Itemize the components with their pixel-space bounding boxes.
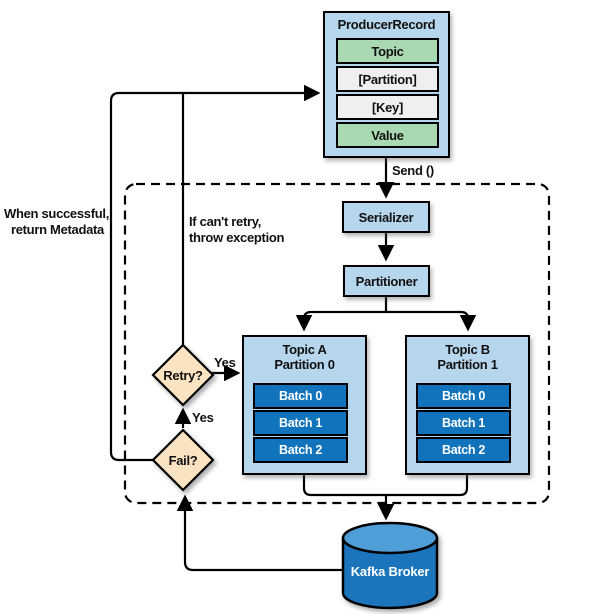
field-value: Value (336, 122, 439, 148)
batch-row: Batch 1 (416, 410, 511, 436)
fail-decision-diamond (151, 428, 215, 492)
field-key: [Key] (336, 94, 439, 120)
success-annotation-line1: When successful, (4, 206, 110, 221)
arrow-broker-to-fail (176, 494, 344, 572)
producer-record-box: ProducerRecord Topic [Partition] [Key] V… (323, 11, 450, 158)
cant-retry-annotation-line1: If can't retry, (189, 214, 262, 229)
topic-b-partition: Partition 1 (437, 357, 498, 372)
return-metadata-line (109, 84, 321, 462)
cant-retry-annotation: If can't retry, throw exception (189, 214, 284, 245)
batch-row: Batch 1 (253, 410, 348, 436)
topic-b-name: Topic B (445, 342, 490, 357)
batch-row: Batch 2 (416, 437, 511, 463)
partition-merge-line (302, 475, 469, 497)
topic-a-partition: Partition 0 (274, 357, 335, 372)
serializer-box: Serializer (342, 201, 430, 233)
retry-yes-label: Yes (214, 355, 236, 370)
kafka-broker-label: Kafka Broker (350, 564, 430, 579)
kafka-broker-cylinder (341, 521, 439, 610)
arrow-to-topic-a (295, 310, 386, 332)
topic-a-title: Topic A Partition 0 (244, 342, 365, 372)
field-topic: Topic (336, 38, 439, 64)
topic-a-partition-0-box: Topic A Partition 0 Batch 0 Batch 1 Batc… (242, 335, 367, 475)
arrow-to-topic-b (386, 310, 477, 332)
field-partition: [Partition] (336, 66, 439, 92)
success-annotation-line2: return Metadata (10, 221, 104, 237)
batch-row: Batch 0 (416, 383, 511, 409)
cant-retry-annotation-line2: throw exception (189, 229, 285, 245)
batch-row: Batch 2 (253, 437, 348, 463)
fail-label: Fail? (168, 453, 198, 468)
retry-label: Retry? (163, 368, 203, 383)
send-label: Send () (392, 163, 434, 178)
retry-decision-diamond (151, 343, 215, 407)
batch-row: Batch 0 (253, 383, 348, 409)
partitioner-box: Partitioner (343, 265, 430, 297)
producer-boundary-dashed-box (123, 182, 551, 505)
topic-a-name: Topic A (282, 342, 327, 357)
fail-yes-label: Yes (192, 410, 214, 425)
topic-b-title: Topic B Partition 1 (407, 342, 528, 372)
success-annotation: When successful, return Metadata (4, 206, 110, 237)
producer-record-title: ProducerRecord (337, 17, 436, 32)
topic-b-partition-1-box: Topic B Partition 1 Batch 0 Batch 1 Batc… (405, 335, 530, 475)
